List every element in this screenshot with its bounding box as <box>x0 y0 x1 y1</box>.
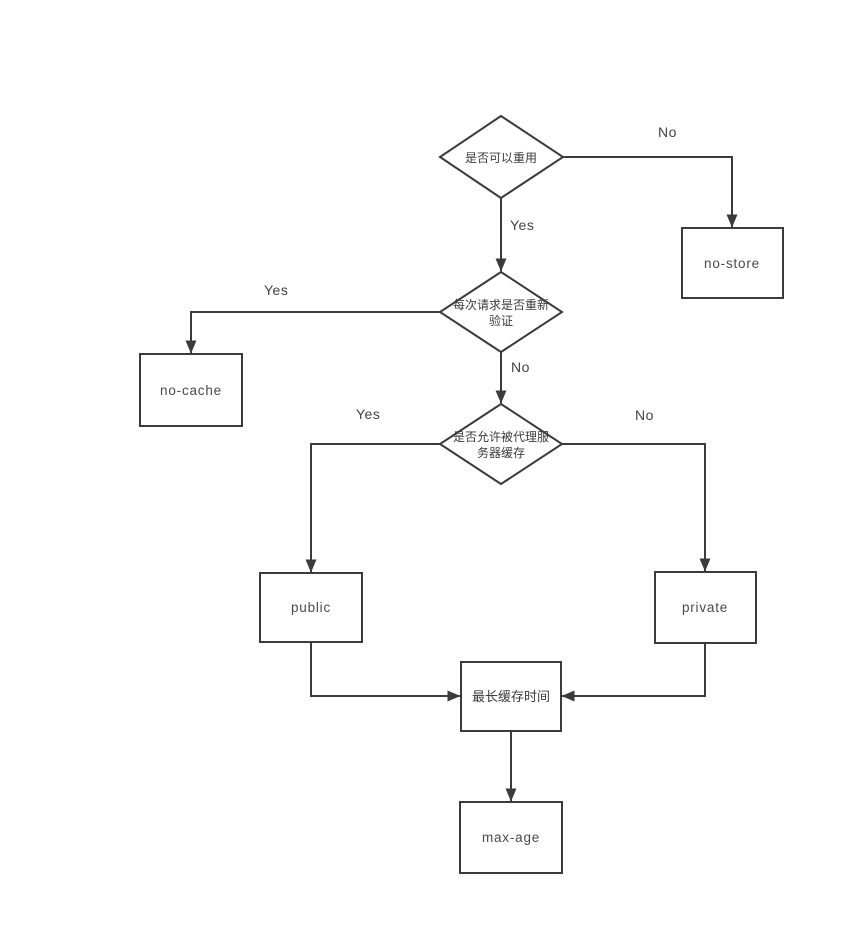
nodes-layer: 是否可以重用 no-store 每次请求是否重新 验证 no-cache <box>139 114 784 874</box>
proxy-cache-decision-label-line2: 务器缓存 <box>477 445 525 460</box>
reuse-decision-label: 是否可以重用 <box>465 151 537 165</box>
no-cache-box <box>139 353 243 427</box>
max-age-box <box>459 801 563 874</box>
no-store-box <box>681 227 784 299</box>
node-max-cache-time: 最长缓存时间 <box>460 661 562 732</box>
node-private: private <box>654 571 757 644</box>
edge-label-revalidate-yes: Yes <box>264 282 288 298</box>
node-reuse-decision: 是否可以重用 <box>438 114 565 200</box>
edge-labels-layer: No Yes Yes No Yes No <box>264 124 677 423</box>
edge-label-proxy-yes: Yes <box>356 406 380 422</box>
proxy-cache-decision-diamond <box>438 402 564 486</box>
public-box <box>259 572 363 643</box>
edge-label-reuse-no: No <box>658 124 677 140</box>
edges-layer <box>185 156 738 802</box>
edge-private-to-max-cache-time <box>561 643 706 702</box>
max-age-label: max-age <box>482 830 540 845</box>
revalidate-decision-diamond <box>438 270 564 354</box>
edge-label-reuse-yes: Yes <box>510 217 534 233</box>
public-label: public <box>291 600 331 615</box>
edge-label-proxy-no: No <box>635 407 654 423</box>
no-store-label: no-store <box>704 256 760 271</box>
edge-revalidate-to-no-cache <box>185 311 440 354</box>
edge-label-revalidate-no: No <box>511 359 530 375</box>
max-cache-time-box <box>460 661 562 732</box>
max-cache-time-label: 最长缓存时间 <box>472 689 550 704</box>
edge-public-to-max-cache-time <box>310 642 461 702</box>
node-no-cache: no-cache <box>139 353 243 427</box>
no-cache-label: no-cache <box>160 383 222 398</box>
node-max-age: max-age <box>459 801 563 874</box>
revalidate-decision-label-line1: 每次请求是否重新 <box>453 297 549 312</box>
revalidate-decision-label-line2: 验证 <box>489 313 513 328</box>
edge-proxy-to-public <box>305 443 440 573</box>
node-public: public <box>259 572 363 643</box>
edge-reuse-to-no-store <box>563 156 738 228</box>
edge-proxy-to-private <box>562 443 711 572</box>
private-label: private <box>682 600 728 615</box>
proxy-cache-decision-label-line1: 是否允许被代理服 <box>453 429 549 444</box>
reuse-decision-diamond <box>438 114 565 200</box>
node-revalidate-decision: 每次请求是否重新 验证 <box>438 270 564 354</box>
node-no-store: no-store <box>681 227 784 299</box>
private-box <box>654 571 757 644</box>
node-proxy-cache-decision: 是否允许被代理服 务器缓存 <box>438 402 564 486</box>
